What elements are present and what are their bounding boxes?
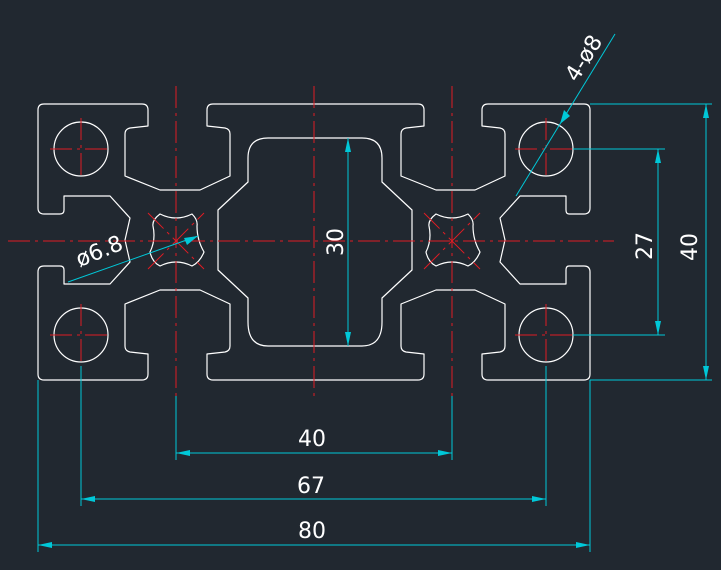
dimension-total-height: 40	[590, 103, 712, 381]
dimension-label-80: 80	[298, 519, 326, 544]
centerline-left-diag-2	[147, 212, 205, 270]
dimension-hole-vertical-spacing: 27	[573, 148, 665, 336]
dimension-hole-spacing: 67	[80, 366, 547, 506]
centerline-right-diag-2	[423, 212, 481, 270]
dimension-total-width: 80	[37, 380, 591, 552]
centerlines	[8, 86, 614, 400]
dimension-label-30: 30	[324, 228, 349, 256]
right-core-bore	[425, 213, 481, 267]
dimension-label-40: 40	[298, 427, 326, 452]
dimension-label-height-40: 40	[678, 233, 703, 261]
dimension-center-cavity: 30	[324, 138, 351, 346]
outer-contour	[37, 103, 591, 381]
dimension-label-27: 27	[633, 232, 658, 260]
dimension-slot-spacing: 40	[175, 396, 453, 460]
center-cavity	[217, 137, 413, 347]
left-core-bore	[149, 213, 205, 267]
dimension-label-67: 67	[297, 474, 325, 499]
